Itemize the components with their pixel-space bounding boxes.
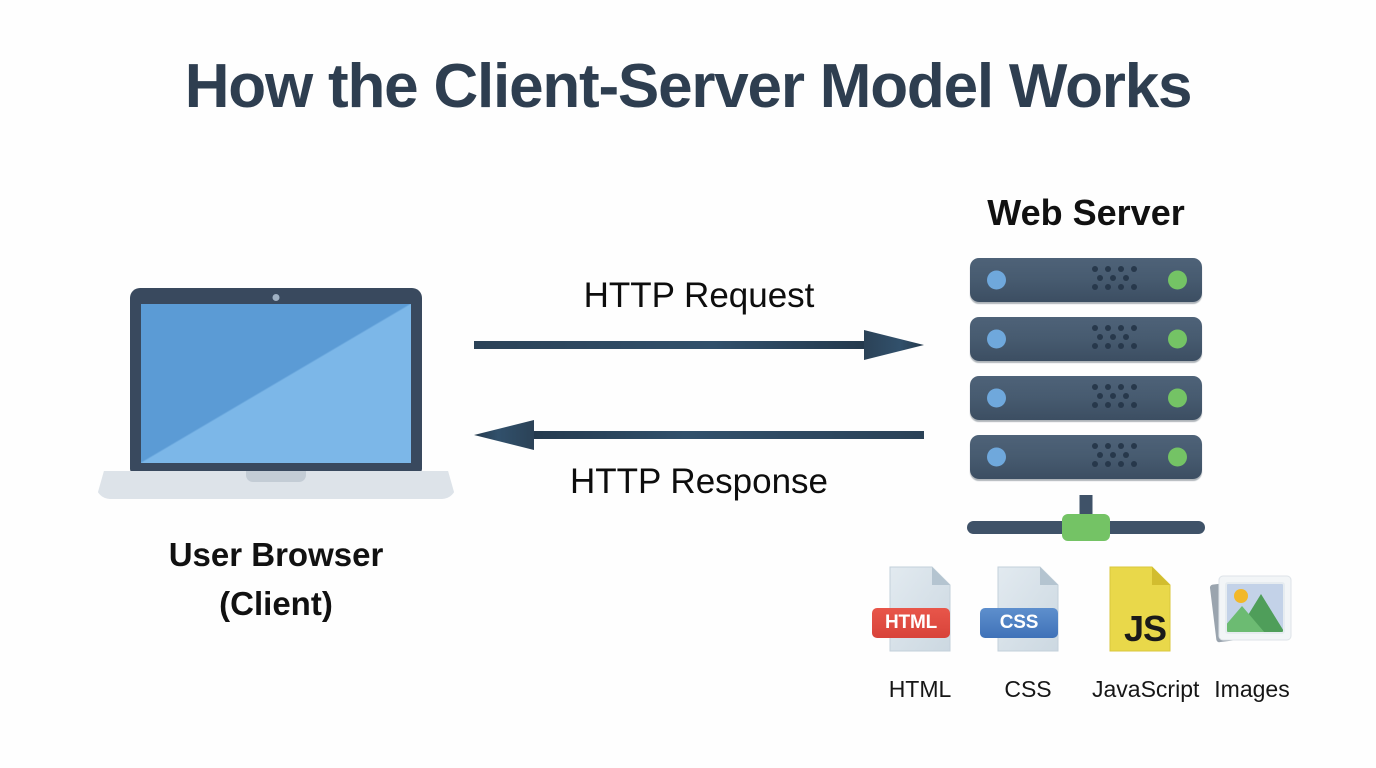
asset-label-html: HTML — [888, 676, 952, 702]
server-title: Web Server — [987, 192, 1185, 233]
arrow-right-icon — [474, 330, 924, 360]
page-title: How the Client-Server Model Works — [184, 52, 1193, 121]
client-label: User Browser (Client) — [168, 536, 384, 622]
http-response-label: HTTP Response — [569, 462, 829, 501]
rack-unit — [970, 435, 1202, 479]
http-request-flow: HTTP Request — [474, 276, 924, 362]
status-led-green-icon — [1168, 388, 1187, 408]
laptop-screen — [141, 304, 411, 463]
http-request-label: HTTP Request — [583, 276, 815, 315]
images-stack-icon — [1209, 568, 1295, 652]
vent-grid-icon — [1092, 266, 1154, 294]
css-badge: CSS — [980, 608, 1058, 638]
client-node: User Browser (Client) — [96, 288, 456, 622]
status-led-blue-icon — [987, 388, 1006, 408]
html-file-icon: HTML — [872, 564, 954, 654]
laptop-icon — [130, 288, 422, 473]
asset-label-css: CSS — [1004, 676, 1052, 702]
laptop-camera-icon — [272, 294, 280, 301]
server-assets-group: HTML HTML CSS CSS JS JavaScri — [872, 564, 1300, 709]
file-page-shape — [1109, 566, 1171, 652]
asset-label-images: Images — [1214, 676, 1290, 702]
javascript-file-icon: JS — [1106, 564, 1174, 654]
asset-label-javascript: JavaScript — [1092, 676, 1200, 702]
status-led-blue-icon — [987, 329, 1006, 349]
status-led-green-icon — [1168, 329, 1187, 349]
laptop-trackpad-notch — [246, 471, 306, 482]
vent-grid-icon — [1092, 384, 1154, 412]
server-network-node — [1062, 514, 1110, 541]
rack-unit — [970, 258, 1202, 302]
js-badge: JS — [1123, 608, 1167, 649]
server-node: Web Server — [962, 192, 1210, 547]
sun-icon — [1234, 589, 1248, 603]
vent-grid-icon — [1092, 443, 1154, 471]
status-led-green-icon — [1168, 447, 1187, 467]
rack-unit — [970, 317, 1202, 361]
rack-unit — [970, 376, 1202, 420]
server-rack-icon — [970, 258, 1202, 479]
css-file-icon: CSS — [980, 564, 1062, 654]
html-badge: HTML — [872, 608, 950, 638]
status-led-green-icon — [1168, 270, 1187, 290]
arrow-left-icon — [474, 420, 924, 450]
image-stack-shape — [1209, 575, 1292, 643]
status-led-blue-icon — [987, 447, 1006, 467]
http-response-flow: HTTP Response — [474, 418, 924, 510]
vent-grid-icon — [1092, 325, 1154, 353]
status-led-blue-icon — [987, 270, 1006, 290]
